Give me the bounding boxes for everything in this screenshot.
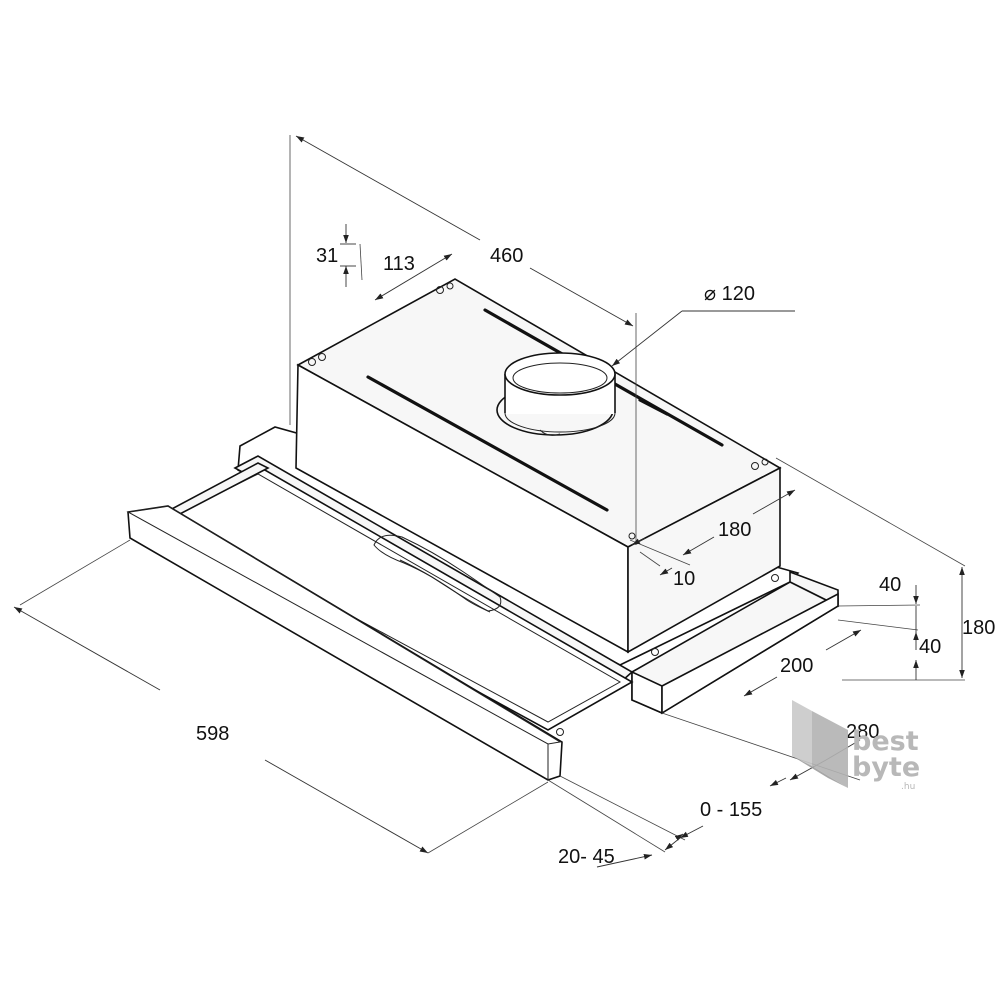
hood-body [126, 278, 840, 781]
dim-460: 460 [490, 245, 523, 267]
dimension-labels: 460 31 113 ⌀ 120 180 10 40 40 180 200 28… [196, 245, 995, 868]
extension-lines [19, 135, 966, 853]
dim-31: 31 [316, 245, 338, 267]
dim-113: 113 [383, 253, 415, 275]
motor-box-side [627, 466, 781, 654]
dim-duct-diameter: ⌀ 120 [704, 283, 755, 305]
bestbyte-watermark: best byte .hu [792, 700, 920, 792]
dim-40-top: 40 [879, 574, 901, 596]
duct-collar [496, 352, 616, 436]
slide-out-drawer [126, 455, 634, 781]
watermark-line1: best [852, 726, 919, 757]
dim-280: 280 [846, 721, 879, 743]
dim-200: 200 [780, 655, 813, 677]
watermark-line2: byte [852, 752, 920, 783]
dim-180-height: 180 [962, 617, 995, 639]
dim-20-45: 20- 45 [558, 846, 615, 868]
bestbyte-cube-logo [792, 700, 848, 788]
dim-0-155: 0 - 155 [700, 799, 762, 821]
dim-10: 10 [673, 568, 695, 590]
dimension-lines [13, 135, 965, 868]
dim-180-depth: 180 [718, 519, 751, 541]
watermark-suffix: .hu [901, 782, 915, 792]
dim-40-bottom: 40 [919, 636, 941, 658]
dim-598: 598 [196, 723, 229, 745]
